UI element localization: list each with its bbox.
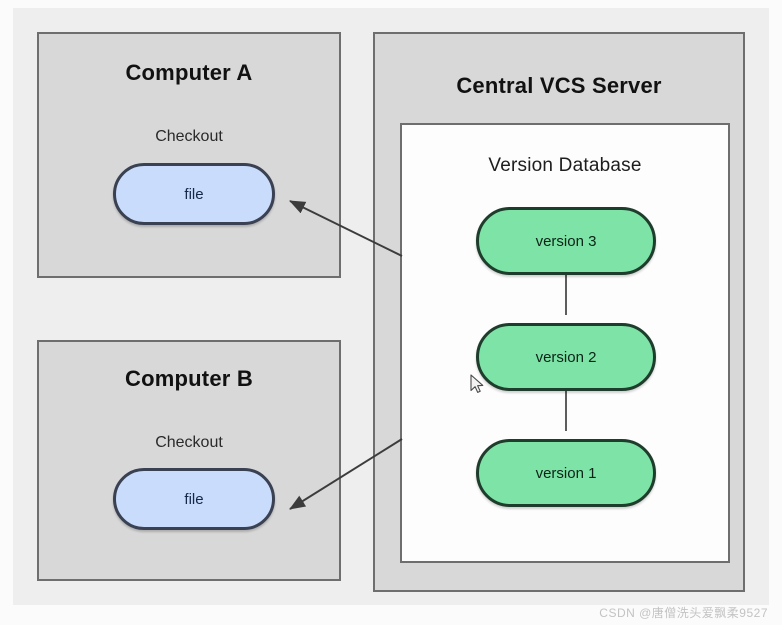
computer-b-file-label: file (184, 490, 204, 508)
central-vcs-server-title: Central VCS Server (456, 73, 662, 98)
version-node-3-label: version 3 (535, 232, 597, 250)
diagram-board: Computer A Checkout file Computer B Chec… (13, 8, 769, 605)
panel-central-vcs-server: Central VCS Server Version Database vers… (373, 32, 745, 592)
version-node-3[interactable]: version 3 (476, 207, 656, 275)
version-node-1-label: version 1 (535, 464, 597, 482)
watermark-text: CSDN @唐僧洗头爱飘柔9527 (599, 606, 768, 620)
computer-a-title: Computer A (125, 60, 253, 85)
version-node-2-label: version 2 (535, 348, 597, 366)
computer-b-title: Computer B (125, 366, 253, 391)
panel-computer-a: Computer A Checkout file (37, 32, 341, 278)
version-node-1[interactable]: version 1 (476, 439, 656, 507)
computer-a-checkout-label: Checkout (155, 128, 223, 145)
computer-b-checkout-label: Checkout (155, 434, 223, 451)
computer-a-file-label: file (184, 185, 204, 203)
panel-computer-b: Computer B Checkout file (37, 340, 341, 581)
computer-b-file-node[interactable]: file (113, 468, 275, 530)
connector-version3-version2 (565, 273, 567, 315)
connector-version2-version1 (565, 389, 567, 431)
computer-a-file-node[interactable]: file (113, 163, 275, 225)
panel-version-database: Version Database version 3 version 2 ver… (400, 123, 730, 563)
version-database-title: Version Database (488, 155, 642, 176)
version-node-2[interactable]: version 2 (476, 323, 656, 391)
